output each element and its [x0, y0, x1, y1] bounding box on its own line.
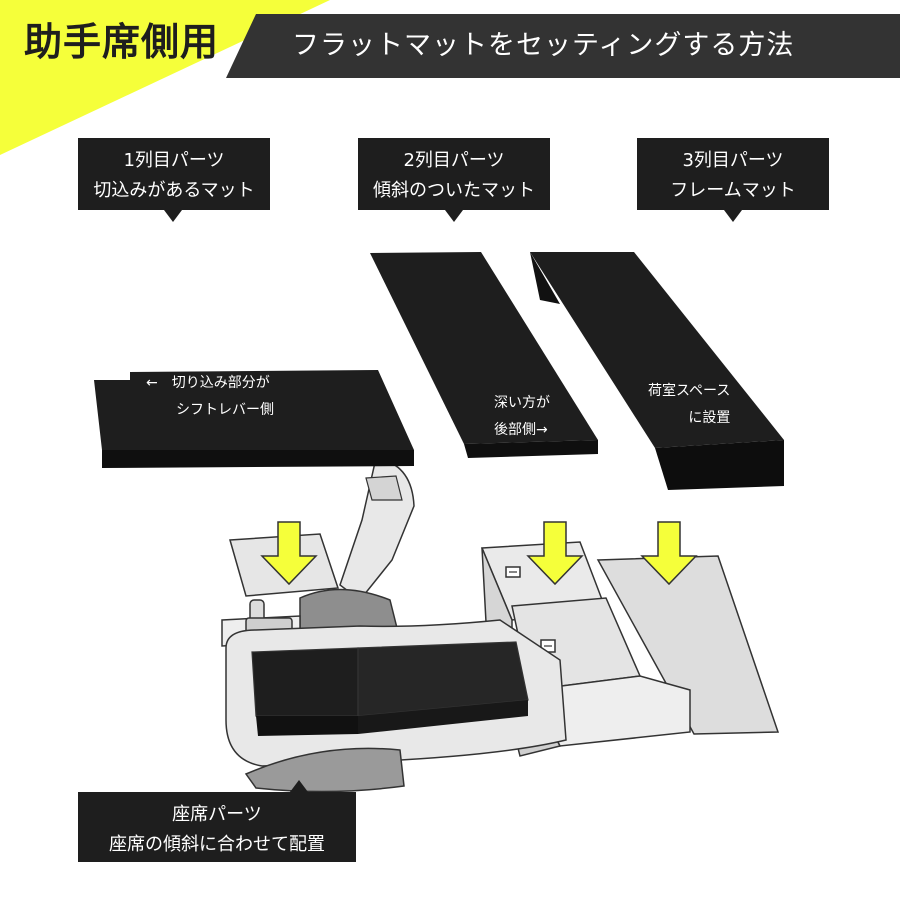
seat-part-label: 座席パーツ 座席の傾斜に合わせて配置	[78, 792, 356, 862]
seat-part-mat	[251, 641, 529, 736]
row3-note-line1: 荷室スペース	[648, 383, 731, 399]
header-title-bar	[226, 14, 900, 78]
label-pointer	[445, 210, 463, 222]
part-label-desc: フレームマット	[670, 180, 796, 201]
row1-note: ← 切り込み部分が シフトレバー側	[146, 370, 274, 424]
seat-part-title: 座席パーツ	[172, 804, 262, 825]
label-pointer	[290, 780, 308, 792]
down-arrow-icon	[526, 521, 584, 586]
down-arrow-icon	[640, 521, 698, 586]
header-tag: 助手席側用	[24, 20, 220, 64]
row3-mat	[530, 252, 784, 490]
row3-note: 荷室スペース に設置	[648, 378, 730, 432]
label-pointer	[164, 210, 182, 222]
row2-mat	[370, 252, 598, 458]
row1-note-line1: ← 切り込み部分が	[146, 375, 270, 391]
row2-note-line1: 深い方が	[494, 395, 550, 411]
down-arrow-icon	[260, 521, 318, 586]
part-label-row2: 2列目パーツ 傾斜のついたマット	[358, 138, 550, 210]
row3-note-line2: に設置	[688, 410, 731, 426]
label-pointer	[724, 210, 742, 222]
row2-note-line2: 後部側→	[494, 422, 548, 438]
part-label-desc: 切込みがあるマット	[93, 180, 255, 201]
row1-note-line2: シフトレバー側	[176, 402, 274, 418]
part-label-row1: 1列目パーツ 切込みがあるマット	[78, 138, 270, 210]
part-label-desc: 傾斜のついたマット	[373, 180, 535, 201]
part-label-title: 3列目パーツ	[682, 150, 784, 171]
part-label-title: 2列目パーツ	[403, 150, 505, 171]
seat-part-desc: 座席の傾斜に合わせて配置	[109, 834, 325, 855]
seat-latch-icon	[505, 566, 521, 578]
part-label-title: 1列目パーツ	[123, 150, 225, 171]
row2-note: 深い方が 後部側→	[494, 390, 550, 444]
page-title: フラットマットをセッティングする方法	[292, 30, 795, 61]
part-label-row3: 3列目パーツ フレームマット	[637, 138, 829, 210]
row1-mat	[94, 370, 414, 468]
